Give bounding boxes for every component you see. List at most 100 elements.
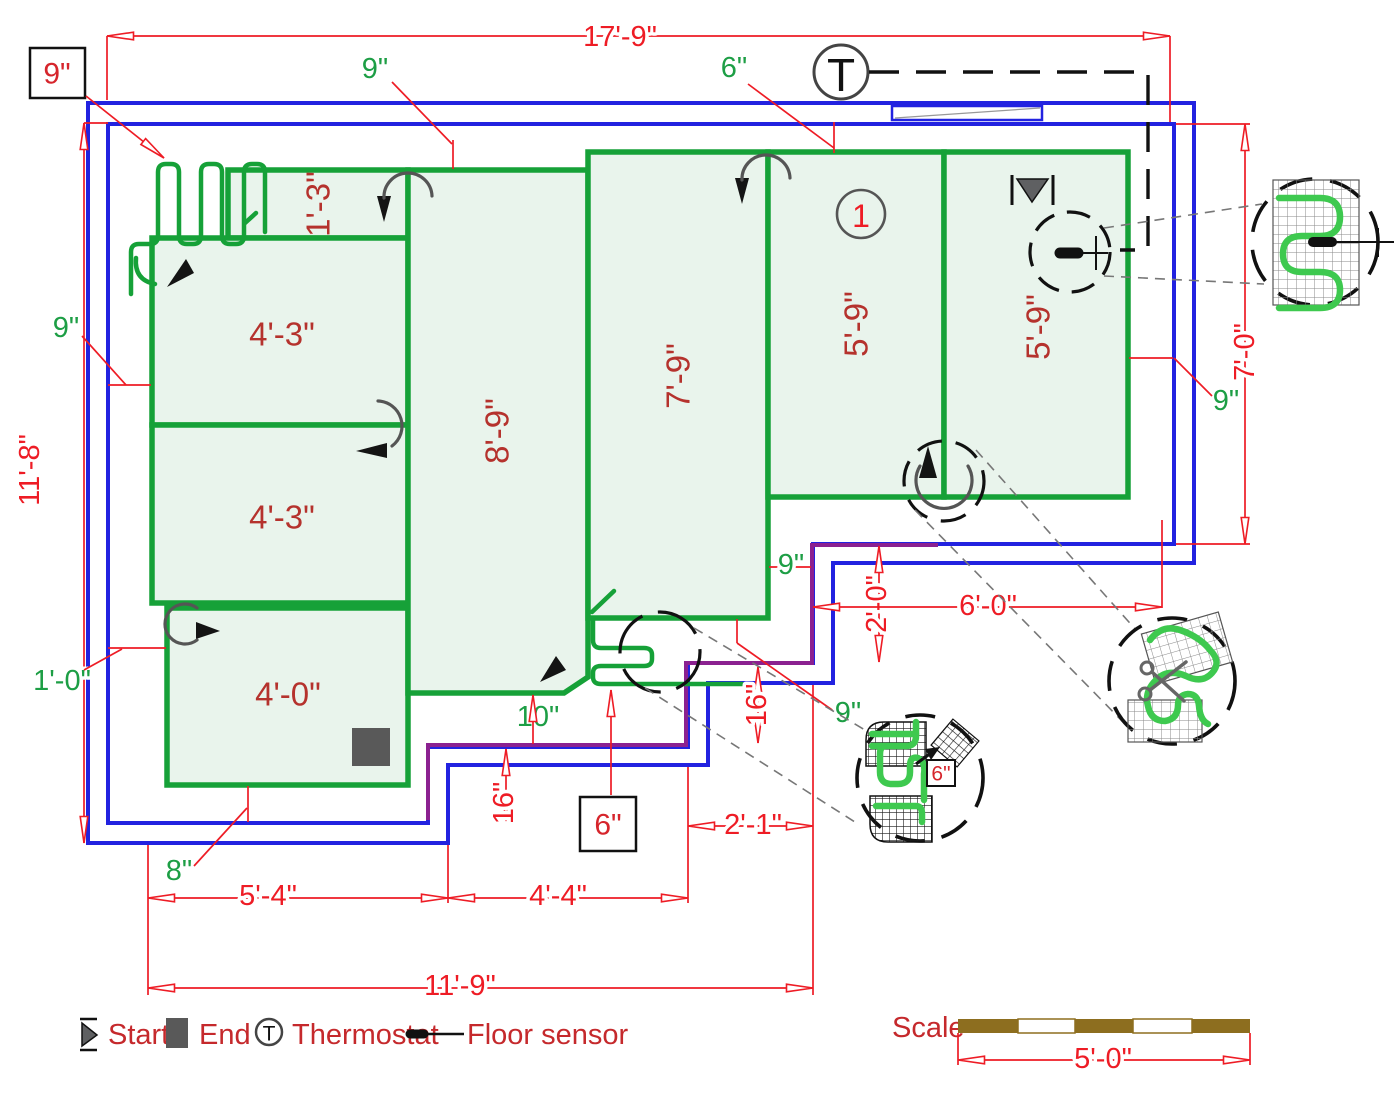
dim-total-width: 17'-9"	[583, 21, 657, 53]
window-swing-line	[894, 107, 1041, 119]
scissors-icon	[1137, 660, 1188, 703]
dim-notch-height: 2'-0"	[861, 575, 893, 633]
dim-right-height: 7'-0"	[1229, 323, 1261, 381]
zone-number: 1	[852, 198, 870, 234]
sensor-location-circle	[618, 610, 702, 694]
mat-label: 7'-9"	[660, 343, 697, 409]
detail-cable-in-mesh	[868, 730, 920, 750]
detail-cable	[1275, 194, 1344, 312]
mat-labels: 1'-3" 4'-3" 4'-3" 4'-0" 8'-9" 7'-9" 5'-9…	[249, 171, 1056, 712]
flow-arrow-right	[196, 622, 220, 639]
detail-sensor-placement	[1250, 177, 1394, 312]
turn-arc	[376, 399, 404, 448]
thermostat-icon	[812, 43, 870, 101]
scale-segment	[1192, 1019, 1250, 1033]
leader-line	[193, 807, 248, 867]
offset-top-left: 9"	[362, 53, 388, 85]
scale-segment	[958, 1019, 1018, 1033]
offset-detail-spacing: 6"	[931, 763, 950, 786]
zone-callout-circle	[835, 188, 887, 240]
boxed-offset	[28, 46, 87, 100]
flow-arrow-down-left	[540, 656, 566, 682]
mat-label: 5'-9"	[1020, 294, 1057, 360]
mat-label: 1'-3"	[300, 171, 337, 237]
mat-label: 4'-0"	[255, 676, 321, 713]
detail-leaders	[644, 203, 1265, 825]
legend-floor-sensor-label: Floor sensor	[467, 1019, 629, 1051]
detail-leader	[975, 449, 1137, 631]
flow-arrow-down	[377, 196, 391, 222]
turn-callout-circle	[902, 439, 986, 523]
detail-cable	[1143, 625, 1220, 728]
dim-step16b: 16"	[488, 782, 520, 825]
end-marker-icon	[352, 728, 390, 766]
dim-step16a: 16"	[741, 684, 773, 727]
leader-line	[747, 83, 835, 149]
flow-arrow-down-left	[167, 259, 194, 287]
offset-left-lower: 1'-0"	[33, 665, 91, 697]
turn-arc	[740, 153, 792, 182]
legend-start-label: Start	[108, 1019, 169, 1051]
detail-leader	[644, 687, 859, 825]
detail-mesh-spacing: 6"	[855, 713, 985, 843]
leader-line	[81, 335, 127, 386]
legend-end-label: End	[199, 1019, 251, 1051]
scale-segment	[1075, 1019, 1133, 1033]
legend-start-icon	[80, 1017, 99, 1052]
mat-label: 4'-3"	[249, 499, 315, 536]
cold-lead-cable	[426, 543, 938, 820]
sensor-loop-serpentine	[590, 617, 745, 687]
scale-segment	[1132, 1018, 1193, 1034]
leader-line	[1173, 357, 1213, 397]
start-marker-icon	[1010, 175, 1055, 205]
cable-entry-hook	[133, 255, 158, 287]
turn-arc	[382, 171, 434, 200]
offset-bottom: 8"	[166, 855, 192, 887]
cable-direction-arrows	[163, 153, 792, 682]
detail-leader	[1103, 275, 1265, 285]
cut-arrow-head	[925, 747, 940, 760]
scale-segment	[1017, 1018, 1076, 1034]
boxed-offset-small	[926, 759, 956, 787]
dim-bottom-left: 5'-4"	[239, 880, 297, 912]
offset-step-lower: 9"	[835, 697, 861, 729]
offset-left-upper: 9"	[53, 312, 79, 344]
legend-thermostat-symbol: T	[263, 1023, 276, 1046]
cable-tick	[242, 210, 259, 226]
leader-line	[736, 642, 836, 713]
flow-arrow-left	[356, 443, 387, 458]
legend-thermostat-icon	[254, 1017, 284, 1047]
offset-boxed-cable: 9"	[43, 58, 70, 91]
detail-leader	[1103, 203, 1263, 229]
mat-mesh-cut-piece	[930, 718, 980, 768]
dim-bottom-mid: 4'-4"	[529, 880, 587, 912]
scale-bar: Scale 5'-0"	[892, 1012, 1251, 1079]
floor-sensor-icon	[1028, 210, 1112, 294]
scale-title: Scale	[892, 1012, 965, 1044]
leader-line	[83, 648, 123, 671]
legend-end-icon	[166, 1018, 188, 1048]
heating-mat-5-9-b	[941, 149, 1131, 500]
legend: Start End T Thermostat Floor sensor	[80, 1017, 629, 1052]
mat-label: 4'-3"	[249, 316, 315, 353]
dimension-lines: 17'-9" 11'-8" 7'-0" 2'-0" 6'-0" 16" 16" …	[11, 18, 1265, 1006]
scale-length: 5'-0"	[1074, 1043, 1132, 1075]
offset-boxed-sensor: 6"	[594, 809, 621, 842]
offset-mat-gap: 10"	[517, 701, 560, 733]
plan-symbols: T 1	[352, 43, 1150, 766]
offset-top-right: 6"	[721, 52, 747, 84]
detail-cut-mat	[1107, 611, 1237, 746]
leader-line	[391, 81, 453, 145]
mat-label: 5'-9"	[838, 291, 875, 357]
thermostat-conduit-line	[869, 70, 1150, 252]
leader-line	[85, 95, 165, 159]
boxed-offset	[578, 795, 638, 853]
heating-cables	[128, 161, 745, 687]
heating-mat-4-3-b	[149, 422, 411, 606]
offset-step-right: 9"	[778, 549, 804, 581]
offset-right-side: 9"	[1213, 385, 1239, 417]
detail-leader	[693, 627, 871, 734]
dim-notch-width: 6'-0"	[959, 590, 1017, 622]
